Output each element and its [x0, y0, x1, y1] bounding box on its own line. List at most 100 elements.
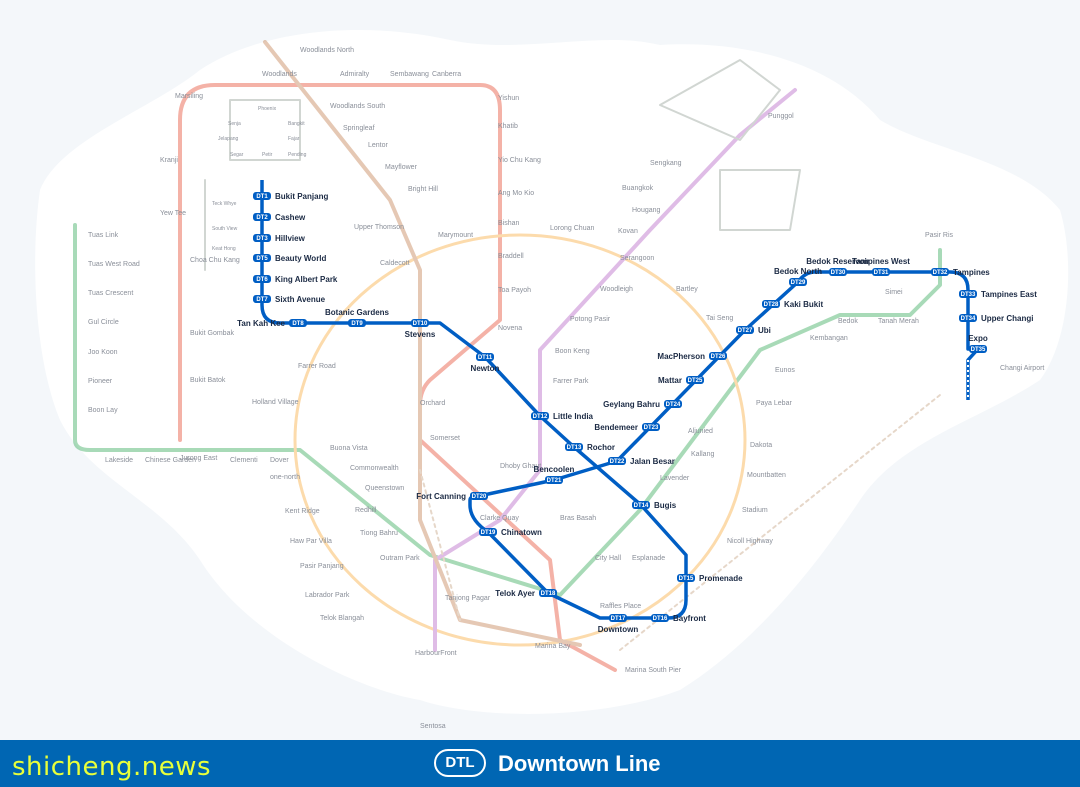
- station-name: Upper Changi: [981, 314, 1033, 323]
- station-label: Bartley: [676, 286, 698, 293]
- station-code-badge: [829, 268, 847, 276]
- station-code-badge: [253, 295, 271, 303]
- station-label: Woodlands: [262, 71, 297, 78]
- lrt-station-label: Phoenix: [258, 106, 277, 112]
- sklrt-line: [659, 59, 801, 231]
- station-label: Boon Keng: [555, 348, 590, 355]
- station-label: Mayflower: [385, 164, 418, 171]
- station-label: Tuas Link: [88, 232, 119, 239]
- station-label: Yio Chu Kang: [498, 157, 541, 164]
- station-label: Novena: [498, 325, 522, 332]
- station-code-badge: [969, 345, 987, 353]
- station-code: DT12: [533, 414, 548, 420]
- station-name: Bedok North: [774, 267, 822, 276]
- station-label: Bras Basah: [560, 515, 596, 522]
- station-code: DT7: [256, 297, 268, 303]
- station-code: DT26: [711, 354, 726, 360]
- station-name: Jalan Besar: [630, 457, 675, 466]
- station-name: Beauty World: [275, 254, 327, 263]
- station-label: Bedok: [838, 318, 858, 325]
- station-code-badge: [545, 476, 563, 484]
- station-name: Bencoolen: [534, 465, 575, 474]
- station-label: Braddell: [498, 253, 524, 260]
- station-name: Newton: [471, 364, 500, 373]
- station-label: Bright Hill: [408, 186, 438, 193]
- lrt-station-label: Senja: [228, 121, 241, 127]
- station-label: Stadium: [742, 507, 768, 514]
- station-label: Nicoll Highway: [727, 538, 773, 545]
- station-code: DT10: [413, 321, 428, 327]
- station-label: Yishun: [498, 95, 519, 102]
- station-code-badge: [253, 213, 271, 221]
- station-label: Clarke Quay: [480, 515, 519, 522]
- station-code: DT22: [610, 459, 625, 465]
- station-code: DT16: [653, 616, 668, 622]
- station-label: Chinese Garden: [145, 457, 196, 464]
- station-label: Redhill: [355, 507, 377, 514]
- station-label: Telok Blangah: [320, 615, 364, 622]
- station-label: Kembangan: [810, 335, 848, 342]
- station-label: Marina South Pier: [625, 667, 682, 674]
- dtl-station-dt22[interactable]: DT22 Jalan Besar: [608, 457, 675, 466]
- station-label: Admiralty: [340, 71, 370, 78]
- station-label: Jurong East: [180, 455, 217, 462]
- station-label: Farrer Road: [298, 363, 336, 370]
- station-code-badge: [608, 457, 626, 465]
- lrt-station-label: Petir: [262, 152, 273, 158]
- station-label: Queenstown: [365, 485, 404, 492]
- station-code: DT6: [256, 277, 268, 283]
- station-code: DT24: [666, 402, 681, 408]
- tel-line: [263, 40, 582, 647]
- station-label: one-north: [270, 474, 300, 481]
- station-label: Orchard: [420, 400, 445, 407]
- station-code-badge: [539, 589, 557, 597]
- station-label: Sembawang: [390, 71, 429, 78]
- station-label: Pasir Ris: [925, 232, 954, 239]
- station-label: Clementi: [230, 457, 258, 464]
- station-label: Tai Seng: [706, 315, 733, 322]
- station-code: DT15: [679, 576, 694, 582]
- station-label: Sentosa: [420, 723, 446, 730]
- station-label: Lorong Chuan: [550, 225, 594, 232]
- station-label: Gul Circle: [88, 319, 119, 326]
- station-name: Downtown: [598, 625, 639, 634]
- station-name: Rochor: [587, 443, 615, 452]
- station-code-badge: [253, 275, 271, 283]
- station-label: Lentor: [368, 142, 389, 149]
- nel-line: [433, 88, 797, 652]
